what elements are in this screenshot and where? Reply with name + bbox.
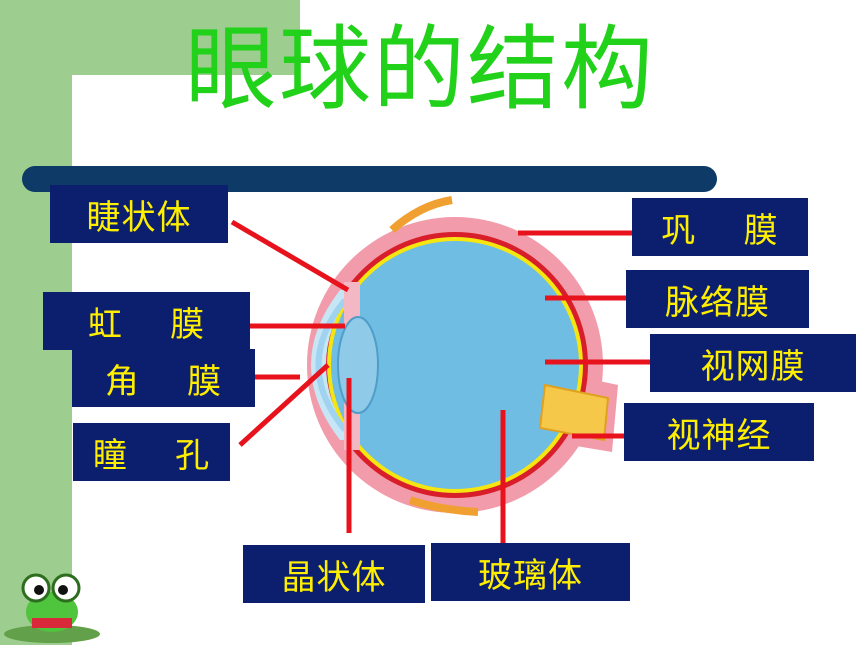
slide-title: 眼球的结构 (184, 16, 655, 123)
label-vitreous: 玻璃体 (431, 543, 630, 601)
label-choroid: 脉络膜 (626, 270, 809, 328)
optic-nerve-shape (538, 383, 610, 442)
label-pupil: 瞳 孔 (73, 423, 230, 481)
label-cornea: 角 膜 (72, 349, 255, 407)
muscle-upper (389, 196, 453, 234)
label-retina: 视网膜 (650, 334, 856, 392)
top-green-band (0, 0, 300, 75)
frog-pupil-left (34, 585, 44, 595)
label-lens: 晶状体 (243, 545, 425, 603)
cornea-shape (315, 298, 348, 432)
label-ciliary-body: 睫状体 (50, 185, 228, 243)
lens-shape (337, 316, 379, 414)
muscle-lower (408, 496, 479, 516)
frog-pupil-right (58, 585, 68, 595)
frog-mascot (4, 573, 100, 643)
label-iris: 虹 膜 (43, 292, 250, 350)
eyeball-diagram (307, 196, 618, 516)
frog-scarf (32, 618, 72, 628)
pointer-lines (230, 219, 650, 543)
pointer-ciliary-body (230, 219, 350, 293)
vitreous-body-shape (331, 241, 579, 489)
label-sclera: 巩 膜 (632, 198, 808, 256)
pointer-pupil (238, 363, 330, 447)
frog-shadow (4, 625, 100, 643)
label-optic-nerve: 视神经 (624, 403, 814, 461)
